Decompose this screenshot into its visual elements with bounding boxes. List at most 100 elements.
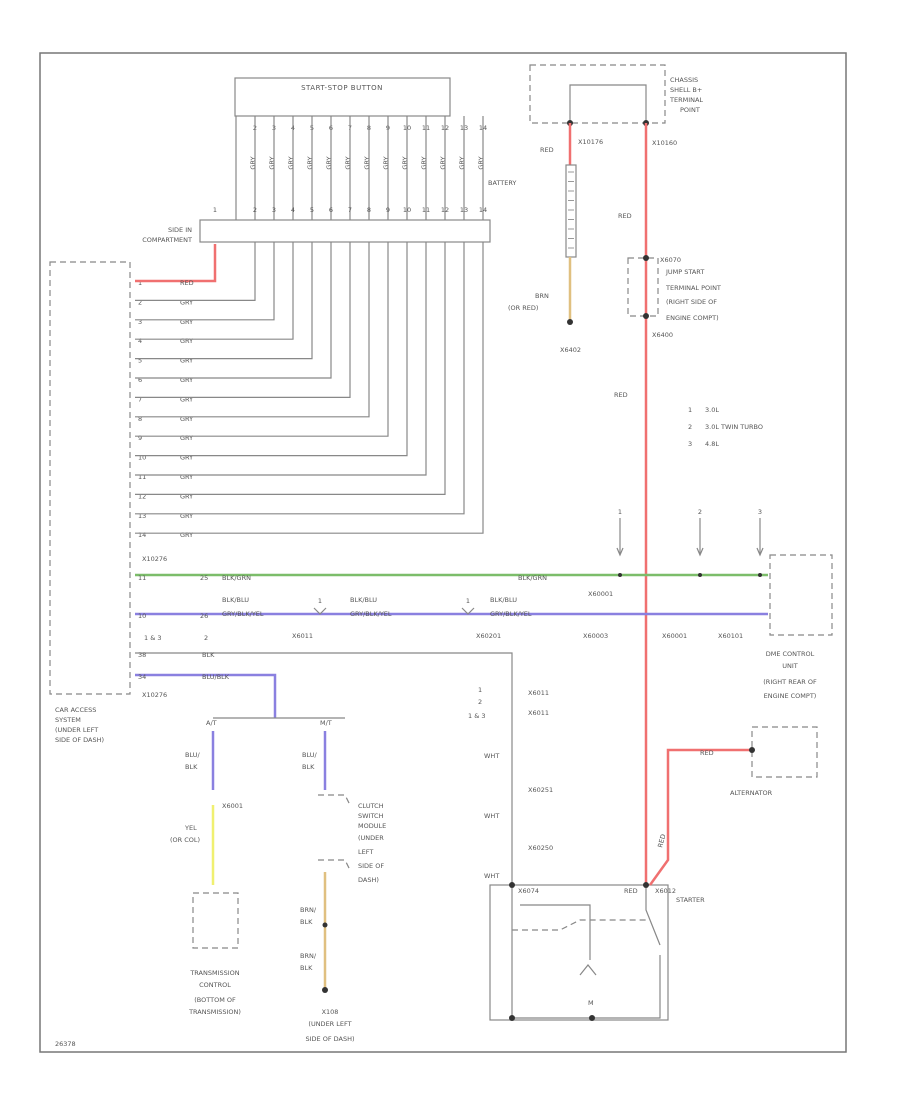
red-wire-cas-pin1 [135,244,217,283]
wire-grn-blk-yel-3: GRY/BLK/YEL [490,610,532,618]
side-in-pin-10: 10 [403,206,411,214]
sel-at: A/T [206,719,217,727]
mt-blu-1: BLU/ [302,751,318,759]
cas-gry-label-7: GRY [180,395,193,403]
cas-pin-12: 12 [138,492,146,500]
pin-34: 34 [138,673,146,681]
jump-start-box [627,257,659,317]
x60251-label: X60251 [528,786,553,794]
side-in-pin-8: 8 [367,206,371,214]
gry-wire-row-8 [135,242,370,418]
ground-x108-3: SIDE OF DASH) [305,1035,354,1043]
alt-red-label-2: RED [656,833,667,848]
wire-color-red-cas: RED [180,279,194,287]
starter-switch [645,888,661,946]
gry-wire-row-13 [135,242,465,515]
cas-label-3: (UNDER LEFT [55,726,98,734]
green-dot-2 [698,573,702,577]
starter-solenoid-dash [512,919,650,931]
chassis-label-1: CHASSIS [670,76,698,84]
tc-label-2: CONTROL [199,981,231,989]
x6001-label: X6001 [222,802,243,810]
cas-gry-label-5: GRY [180,357,193,365]
brn-blk-2b: BLK [300,964,313,972]
button-wire-gry-14: GRY [477,156,485,169]
arrow-head-1 [616,547,624,557]
side-in-label-2: COMPARTMENT [142,236,192,244]
wire-grn-blk-yel-1: GRY/BLK/YEL [222,610,264,618]
x60001-label: X60001 [662,632,687,640]
starter-dot-right [643,882,649,888]
clutch-switch-dash [318,794,351,806]
clutch-label-4: (UNDER [358,834,384,842]
x60101-label: X60101 [718,632,743,640]
blue-legend-123: 1 & 3 [144,634,161,642]
gry-wire-row-7 [135,242,351,398]
side-in-label-1: SIDE IN [168,226,192,234]
break-mark-1 [313,607,327,615]
jump-label-5: ENGINE COMPT) [666,314,719,322]
gry-wire-row-5 [135,242,313,360]
dme-label-1: DME CONTROL [766,650,815,658]
wht-1: WHT [484,752,499,760]
tc-label-1: TRANSMISSION [189,969,239,977]
blue-pin-26: 26 [200,612,208,620]
at-blu-1: BLU/ [185,751,201,759]
button-wire-gry-12: GRY [439,156,447,169]
green-dot-1 [618,573,622,577]
start-stop-button-pins: 2GRY23GRY34GRY45GRY56GRY67GRY78GRY89GRY9… [213,116,487,220]
sel-mt: M/T [320,719,332,727]
legend-num-2: 2 [688,423,692,431]
cas-gry-label-12: GRY [180,492,193,500]
wire-blk-grn-1: BLK/GRN [222,574,251,582]
legend-text-2: 3.0L TWIN TURBO [705,423,763,431]
battery-symbol [565,164,577,258]
chassis-internal-wire [569,84,647,123]
alternator-box [751,726,818,778]
cas-pin-5: 5 [138,357,142,365]
wire-color-red-main1: RED [618,212,632,220]
chassis-label-2: SHELL B+ [670,86,702,94]
cas-pin-7: 7 [138,395,142,403]
starter-ground-dot-2 [589,1015,595,1021]
cas-pin-14: 14 [138,531,146,539]
starter-dot-left [509,882,515,888]
clutch-label-7: DASH) [358,876,379,884]
starter-box [489,884,669,1021]
wire-blu-blk: BLU/BLK [202,673,230,681]
jump-label-3: TERMINAL POINT [665,284,721,292]
side-in-pin-12: 12 [441,206,449,214]
diagram-id: 26378 [55,1040,76,1048]
side-in-pin-7: 7 [348,206,352,214]
starter-ground-dot-1 [509,1015,515,1021]
button-wire-gry-3: GRY [268,156,276,169]
x6012-label: X6012 [655,887,676,895]
cas-pin-11: 11 [138,473,146,481]
battery-cells [568,171,574,249]
x10276-label: X10276 [142,691,167,699]
cas-gry-label-8: GRY [180,415,193,423]
blue-pin-10: 10 [138,612,146,620]
side-in-pin-2: 2 [253,206,257,214]
button-wire-gry-7: GRY [344,156,352,169]
starter-solenoid-coil [520,904,591,960]
arrow-variant-2: 2 [698,508,702,516]
wire-brn-1: BRN [535,292,549,300]
cas-pin-13: 13 [138,512,146,520]
green-pin-11: 11 [138,574,146,582]
gry-wire-row-6 [135,242,332,379]
x6011-b-label: X6011 [528,689,549,697]
x60201-label: X60201 [476,632,501,640]
wht-3: WHT [484,872,499,880]
tc-label-3: (BOTTOM OF [194,996,236,1004]
cas-gry-label-3: GRY [180,318,193,326]
chassis-label-3: TERMINAL [669,96,703,104]
blue-pin-2: 2 [204,634,208,642]
button-wire-gry-6: GRY [325,156,333,169]
tc-label-4: TRANSMISSION) [188,1008,241,1016]
gry-wire-row-2 [135,242,256,301]
brn-blk-2a: BRN/ [300,952,317,960]
gry-wire-row-11 [135,242,427,476]
